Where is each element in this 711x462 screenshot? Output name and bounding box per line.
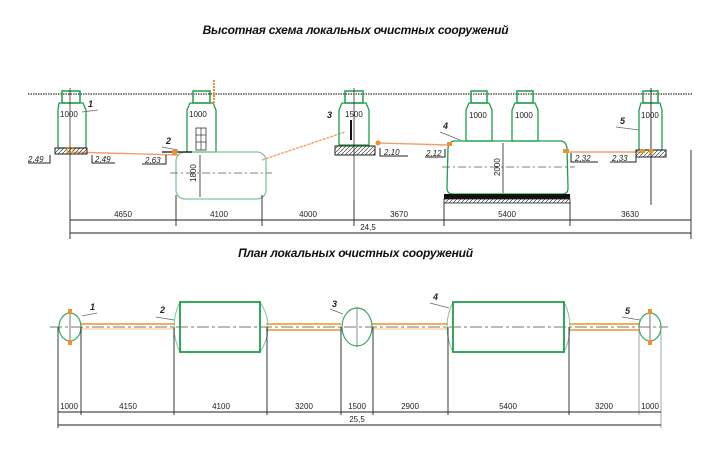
well-5-neck-dim: 1000 xyxy=(641,111,659,120)
dimension-label: 4000 xyxy=(299,210,317,219)
tank-4 xyxy=(442,90,575,204)
tank-2 xyxy=(162,80,272,200)
dimension-label: 5400 xyxy=(499,402,517,411)
tank-2-height-dim: 1800 xyxy=(189,164,198,182)
well-5 xyxy=(635,88,667,205)
well-1 xyxy=(54,88,88,200)
elevation-mark: 2,49 xyxy=(27,155,44,164)
dimension-label: 4100 xyxy=(210,210,228,219)
dimension-label: 4100 xyxy=(212,402,230,411)
tank-2-neck-dim: 1000 xyxy=(189,110,207,119)
dimension-label: 4650 xyxy=(114,210,132,219)
plan-tank-2 xyxy=(173,301,269,353)
tank-2-label: 2 xyxy=(165,136,171,146)
dimension-label: 1000 xyxy=(641,402,659,411)
dimension-label: 4150 xyxy=(119,402,137,411)
elevation-mark: 2,49 xyxy=(94,155,111,164)
dimension-label: 3630 xyxy=(621,210,639,219)
elevation-view: 1000 1 2,49 2,49 1000 1800 2 2,63 xyxy=(27,80,692,239)
elevation-mark: 2,32 xyxy=(574,154,591,163)
plan-tank-2-label: 2 xyxy=(159,305,165,315)
total-length-label: 25,5 xyxy=(349,415,365,424)
well-3-label: 3 xyxy=(327,110,332,120)
tank-4-neck-dim-b: 1000 xyxy=(515,111,533,120)
well-3-neck-dim: 1500 xyxy=(345,110,363,119)
plan-pipelines xyxy=(81,323,640,331)
plan-dimension-chain xyxy=(57,327,662,428)
dimension-label: 1500 xyxy=(348,402,366,411)
elevation-dimension-chain xyxy=(69,150,692,239)
dimension-label: 5400 xyxy=(498,210,516,219)
plan-view-title: План локальных очистных сооружений xyxy=(238,246,473,260)
well-1-label: 1 xyxy=(88,99,93,109)
dimension-label: 3200 xyxy=(295,402,313,411)
tank-4-label: 4 xyxy=(442,121,448,131)
elevation-view-title: Высотная схема локальных очистных сооруж… xyxy=(202,23,509,37)
plan-tank-4 xyxy=(446,301,571,353)
well-3 xyxy=(334,88,381,200)
dimension-label: 2900 xyxy=(401,402,419,411)
tank-4-neck-dim-a: 1000 xyxy=(469,111,487,120)
total-length-label: 24,5 xyxy=(360,223,376,232)
dimension-label: 3670 xyxy=(390,210,408,219)
plan-well-3 xyxy=(341,307,373,347)
tank-4-height-dim: 2000 xyxy=(493,158,502,176)
dimension-label: 3200 xyxy=(595,402,613,411)
dimension-label: 1000 xyxy=(60,402,78,411)
well-5-label: 5 xyxy=(620,116,626,126)
plan-well-3-label: 3 xyxy=(332,299,337,309)
plan-well-1-label: 1 xyxy=(90,302,95,312)
elevation-mark: 2,10 xyxy=(383,148,400,157)
plan-view: 1 2 3 4 5 xyxy=(50,292,668,428)
elevation-mark: 2,33 xyxy=(611,154,628,163)
well-1-neck-dim: 1000 xyxy=(60,110,78,119)
elevation-mark: 2,63 xyxy=(144,156,161,165)
plan-well-5-label: 5 xyxy=(625,306,631,316)
elevation-mark: 2,12 xyxy=(425,149,442,158)
plan-tank-4-label: 4 xyxy=(432,292,438,302)
